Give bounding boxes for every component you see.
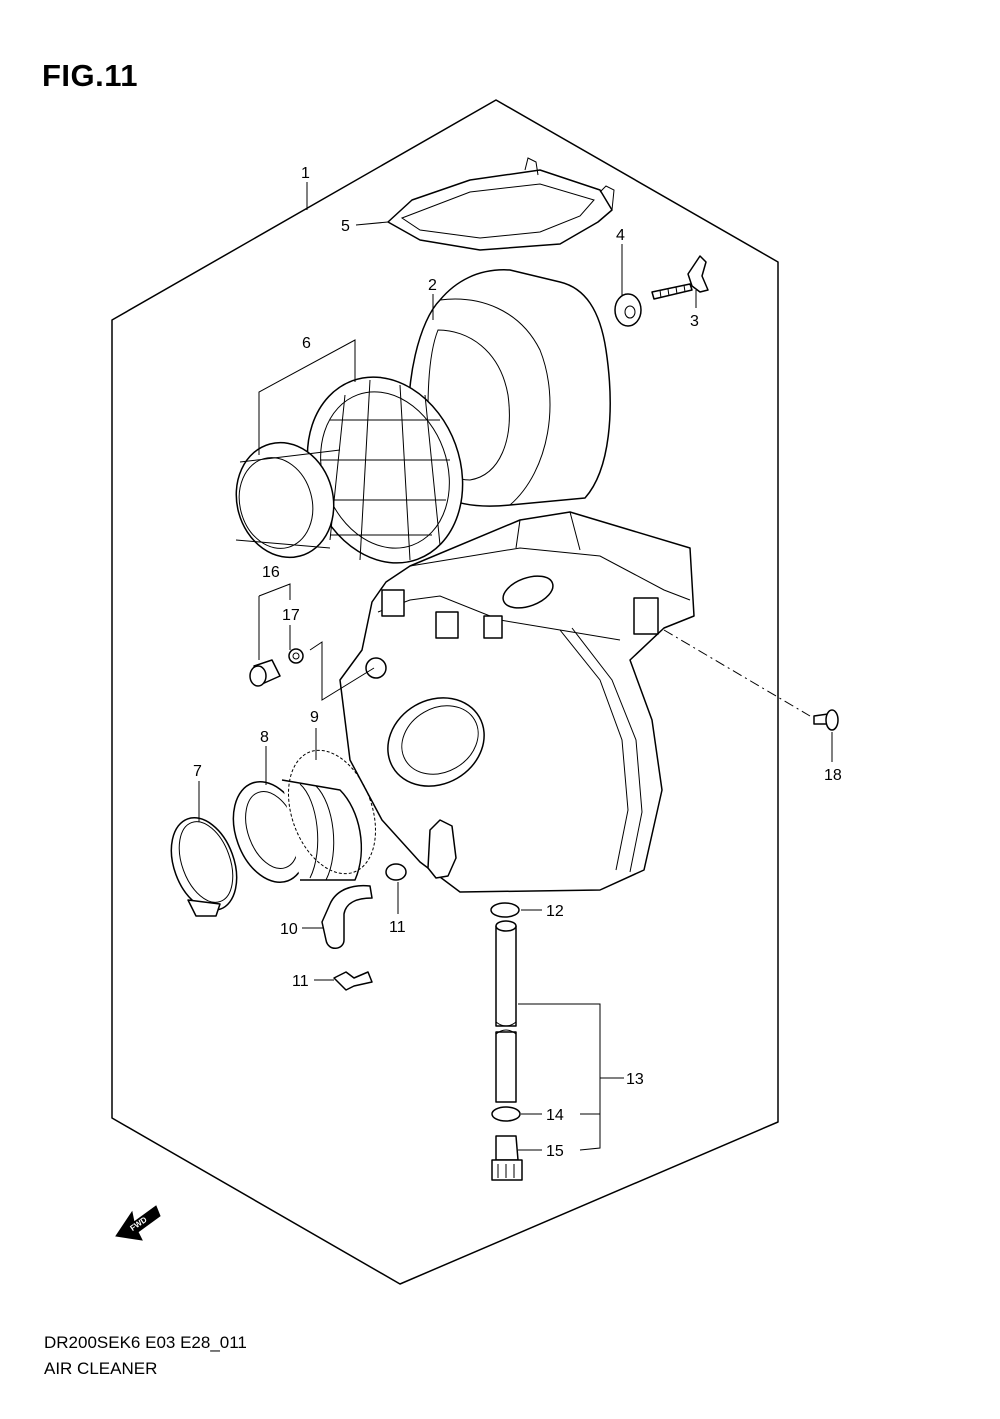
- part-14-clamp[interactable]: [491, 1106, 521, 1122]
- part-5-cover-plate[interactable]: [387, 157, 615, 251]
- callout-3: 3: [690, 313, 699, 330]
- part-15-drain-plug[interactable]: [491, 1135, 523, 1181]
- part-10-hose[interactable]: [321, 884, 373, 949]
- leader-lines: [198, 182, 833, 1151]
- callout-18: 18: [824, 767, 842, 784]
- callout-16: 16: [262, 564, 280, 581]
- part-16-plug[interactable]: [249, 659, 281, 687]
- drawing-code: DR200SEK6 E03 E28_011: [44, 1333, 247, 1352]
- case-nipple[interactable]: [365, 657, 387, 679]
- part-4-grommet[interactable]: [614, 293, 642, 327]
- callout-13: 13: [626, 1071, 644, 1088]
- callout-labels: 1 2 3 4 5 6 7 8 9 10 11 11 12 13 14 15 1…: [193, 165, 842, 1160]
- callout-14: 14: [546, 1107, 564, 1124]
- callout-12: 12: [546, 903, 564, 920]
- part-8-intake-boot[interactable]: [220, 772, 363, 893]
- callout-2: 2: [428, 277, 437, 294]
- assembly-name: AIR CLEANER: [44, 1359, 158, 1378]
- callout-1: 1: [301, 165, 310, 182]
- callout-17: 17: [282, 607, 300, 624]
- callout-4: 4: [616, 227, 625, 244]
- air-cleaner-case[interactable]: [339, 511, 695, 893]
- figure-title: FIG.11: [42, 58, 139, 93]
- callout-15: 15: [546, 1143, 564, 1160]
- fwd-arrow-icon: FWD: [115, 1205, 161, 1241]
- part-11-clip-upper[interactable]: [385, 863, 407, 881]
- part-7-clamp[interactable]: [159, 809, 248, 920]
- assembly-outline: [111, 99, 779, 1285]
- part-18-screw[interactable]: [813, 709, 839, 731]
- part-6-filter-cage[interactable]: [224, 355, 488, 585]
- callout-8: 8: [260, 729, 269, 746]
- callout-10: 10: [280, 921, 298, 938]
- callout-11-upper: 11: [389, 919, 406, 936]
- part-3-bolt[interactable]: [651, 255, 709, 300]
- part-12-clamp[interactable]: [490, 902, 520, 918]
- callout-7: 7: [193, 763, 202, 780]
- part-11-clip-lower[interactable]: [333, 971, 373, 991]
- callout-11-lower: 11: [292, 973, 309, 990]
- callout-9: 9: [310, 709, 319, 726]
- callout-5: 5: [341, 218, 350, 235]
- part-13-drain-hose[interactable]: [495, 920, 517, 1103]
- part-9-seal-ring[interactable]: [273, 738, 392, 886]
- callout-6: 6: [302, 335, 311, 352]
- part-17-clip[interactable]: [288, 648, 304, 664]
